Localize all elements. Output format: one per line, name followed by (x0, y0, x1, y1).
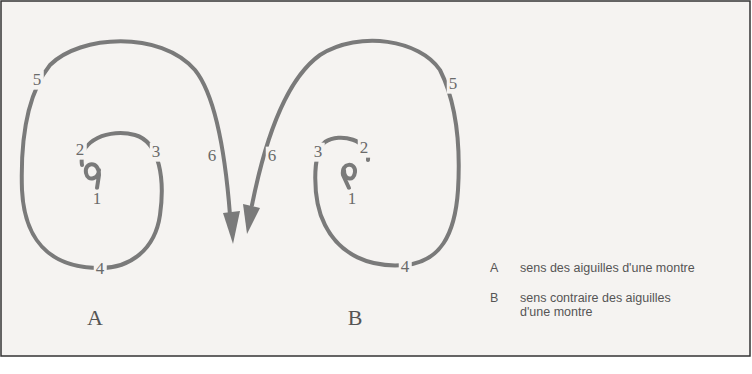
counterclockwise-spiral (252, 41, 459, 266)
legend-letter: B (490, 292, 498, 306)
callout-number: 2 (358, 139, 371, 158)
spiral-letter: B (348, 306, 363, 330)
legend-text: sens des aiguilles d'une montre (520, 262, 695, 276)
callout-number: 1 (346, 190, 359, 209)
callout-number: 5 (31, 71, 44, 90)
spiral-core (343, 165, 355, 188)
clockwise-spiral (22, 41, 230, 268)
legend-text: sens contraire des aiguilles d'une montr… (520, 292, 692, 320)
arrow-head (243, 204, 260, 234)
arrow-head (223, 211, 240, 244)
legend-letter: A (490, 262, 498, 276)
callout-number: 6 (266, 147, 279, 166)
frame (1, 1, 750, 356)
callout-number: 3 (312, 143, 325, 162)
callout-number: 4 (94, 260, 107, 279)
callout-number: 5 (447, 75, 460, 94)
callout-number: 4 (399, 258, 412, 277)
spiral-letter: A (87, 306, 103, 330)
callout-number: 2 (74, 141, 87, 160)
callout-number: 3 (150, 143, 163, 162)
callout-number: 6 (206, 147, 219, 166)
callout-number: 1 (91, 190, 104, 209)
spiral-core (86, 164, 99, 188)
